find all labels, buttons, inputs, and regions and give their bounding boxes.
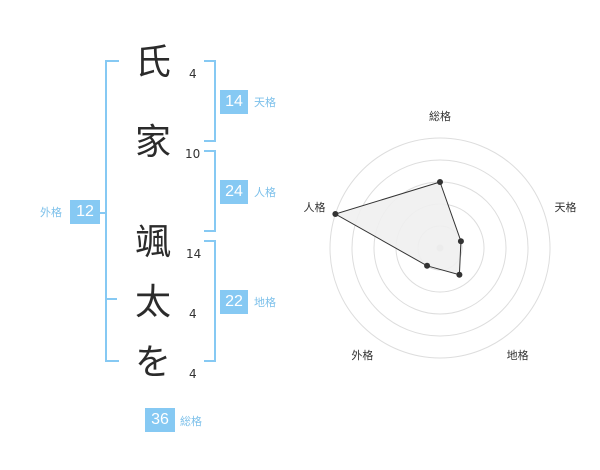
radar-point-3: [456, 271, 463, 278]
name-char-5: を: [134, 342, 171, 383]
tenkaku-bracket: [204, 60, 216, 142]
chikaku-label: 地格: [254, 296, 276, 309]
name-char-1: 氏: [134, 42, 171, 83]
jinkaku-label: 人格: [254, 186, 276, 199]
soukaku-label: 総格: [180, 415, 202, 428]
jinkaku-bracket: [204, 150, 216, 232]
radar-grid-ring: [351, 159, 529, 337]
stroke-count-1: 4: [189, 67, 197, 81]
radar-grid-ring: [329, 137, 551, 359]
radar-point-1: [437, 179, 443, 185]
radar-point-4: [424, 262, 431, 269]
radar-point-2: [457, 238, 464, 245]
tenkaku-badge: 14: [220, 90, 248, 114]
gaikaku-bracket: [105, 60, 119, 362]
radar-axis-label-3: 地格: [507, 348, 529, 362]
radar-data-polygon: [334, 181, 462, 276]
gaikaku-bracket-tick: [105, 298, 117, 300]
tenkaku-label: 天格: [254, 96, 276, 109]
radar-axis-label-4: 外格: [351, 348, 373, 362]
stroke-count-4: 4: [189, 307, 197, 321]
gaikaku-label: 外格: [40, 206, 62, 219]
radar-axis-label-2: 天格: [555, 200, 577, 214]
stroke-count-2: 10: [185, 147, 201, 161]
name-char-2: 家: [134, 122, 171, 163]
soukaku-badge: 36: [145, 408, 175, 432]
gaikaku-badge: 12: [70, 200, 100, 224]
stroke-count-5: 4: [189, 367, 197, 381]
gaikaku-connector: [97, 212, 105, 214]
chikaku-bracket: [204, 240, 216, 362]
name-char-3: 颯: [134, 222, 171, 263]
stroke-count-3: 14: [186, 247, 202, 261]
radar-axis-label-1: 総格: [429, 109, 451, 123]
name-char-4: 太: [134, 282, 171, 323]
chikaku-badge: 22: [220, 290, 248, 314]
radar-point-5: [332, 211, 339, 218]
jinkaku-badge: 24: [220, 180, 248, 204]
radar-axis-label-5: 人格: [303, 200, 325, 214]
